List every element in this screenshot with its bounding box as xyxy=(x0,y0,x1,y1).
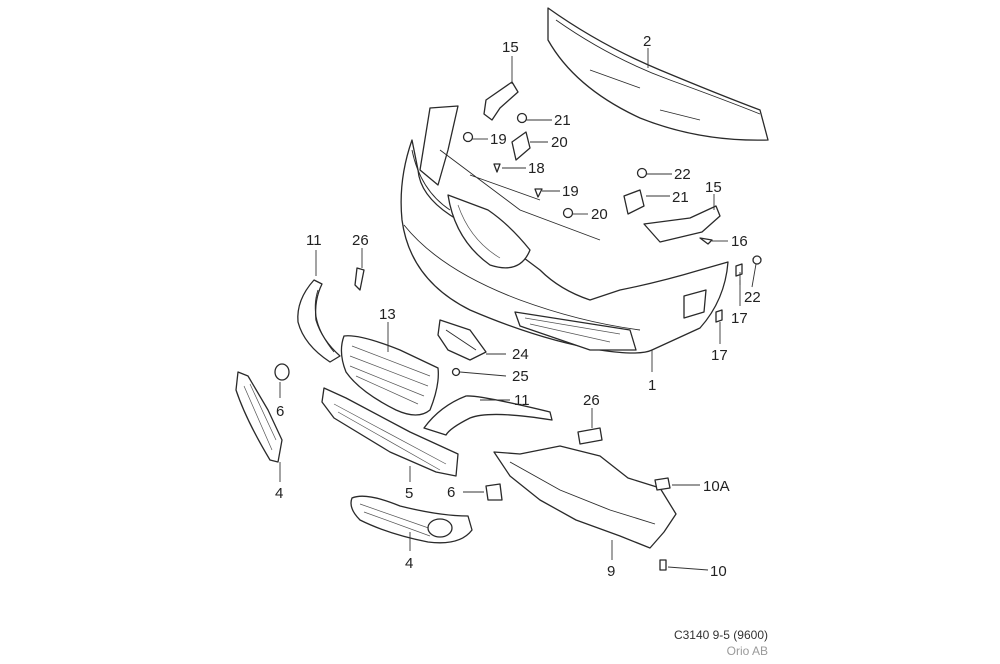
callout-15-upper: 15 xyxy=(502,39,519,56)
callout-18-lower: 19 xyxy=(562,183,579,200)
callout-1: 1 xyxy=(648,377,656,394)
part-11-trim-left xyxy=(297,279,341,363)
clips-and-fasteners xyxy=(462,112,762,323)
part-13-grille xyxy=(340,335,439,416)
callout-6-upper: 6 xyxy=(276,403,284,420)
callout-26-lower: 26 xyxy=(583,392,600,409)
part-25-screw xyxy=(451,367,461,377)
callout-labels: 2 15 21 19 20 18 19 20 22 21 15 16 11 26… xyxy=(275,33,761,580)
part-10a-clip xyxy=(654,477,671,491)
callout-15-lower: 15 xyxy=(705,179,722,196)
callout-18-upper: 18 xyxy=(528,160,545,177)
callout-6-lower: 6 xyxy=(447,484,455,501)
part-4-grille-lower xyxy=(350,495,473,544)
part-26-cap-upper xyxy=(354,267,365,291)
callout-2: 2 xyxy=(643,33,651,50)
part-15-bracket-right xyxy=(643,205,721,243)
part-6-cap-lower xyxy=(485,483,503,501)
callout-19-lower: 20 xyxy=(591,206,608,223)
callout-21-upper: 21 xyxy=(554,112,571,129)
callout-10: 10 xyxy=(710,563,727,580)
callout-4-lower: 4 xyxy=(405,555,413,572)
callout-9: 9 xyxy=(607,563,615,580)
callout-22: 22 xyxy=(744,289,761,306)
callout-5: 5 xyxy=(405,485,413,502)
part-11-trim-right xyxy=(423,395,553,436)
leader-lines xyxy=(279,48,757,571)
part-6-cap-upper xyxy=(274,363,290,381)
part-10-fastener xyxy=(659,559,667,571)
part-15-bracket-left xyxy=(483,81,519,121)
part-4-grille-left xyxy=(235,371,283,463)
callout-20-upper: 20 xyxy=(551,134,568,151)
part-2-reinforcement-beam xyxy=(547,7,769,141)
callout-11-right: 11 xyxy=(514,392,530,409)
callout-13: 13 xyxy=(379,306,396,323)
callout-20-lower: 21 xyxy=(672,189,689,206)
part-1-bumper-cover xyxy=(400,105,729,354)
part-26-cap-lower xyxy=(577,427,603,445)
callout-24: 24 xyxy=(512,346,529,363)
part-9-undertray xyxy=(493,445,677,549)
callout-17-upper: 17 xyxy=(731,310,748,327)
callout-4-left: 4 xyxy=(275,485,283,502)
callout-19-upper: 19 xyxy=(490,131,507,148)
callout-16: 16 xyxy=(731,233,748,250)
callout-17-lower: 17 xyxy=(711,347,728,364)
diagram-reference-code: C3140 9-5 (9600) xyxy=(673,628,768,642)
callout-10a: 10A xyxy=(703,478,730,495)
callout-25: 25 xyxy=(512,368,529,385)
part-24-bracket xyxy=(437,319,487,361)
part-5-lower-grille xyxy=(321,387,459,477)
callout-11-left: 11 xyxy=(306,232,322,249)
publisher-brand: Orio AB xyxy=(726,644,768,658)
callout-26-upper: 26 xyxy=(352,232,369,249)
callout-21-lower: 22 xyxy=(674,166,691,183)
